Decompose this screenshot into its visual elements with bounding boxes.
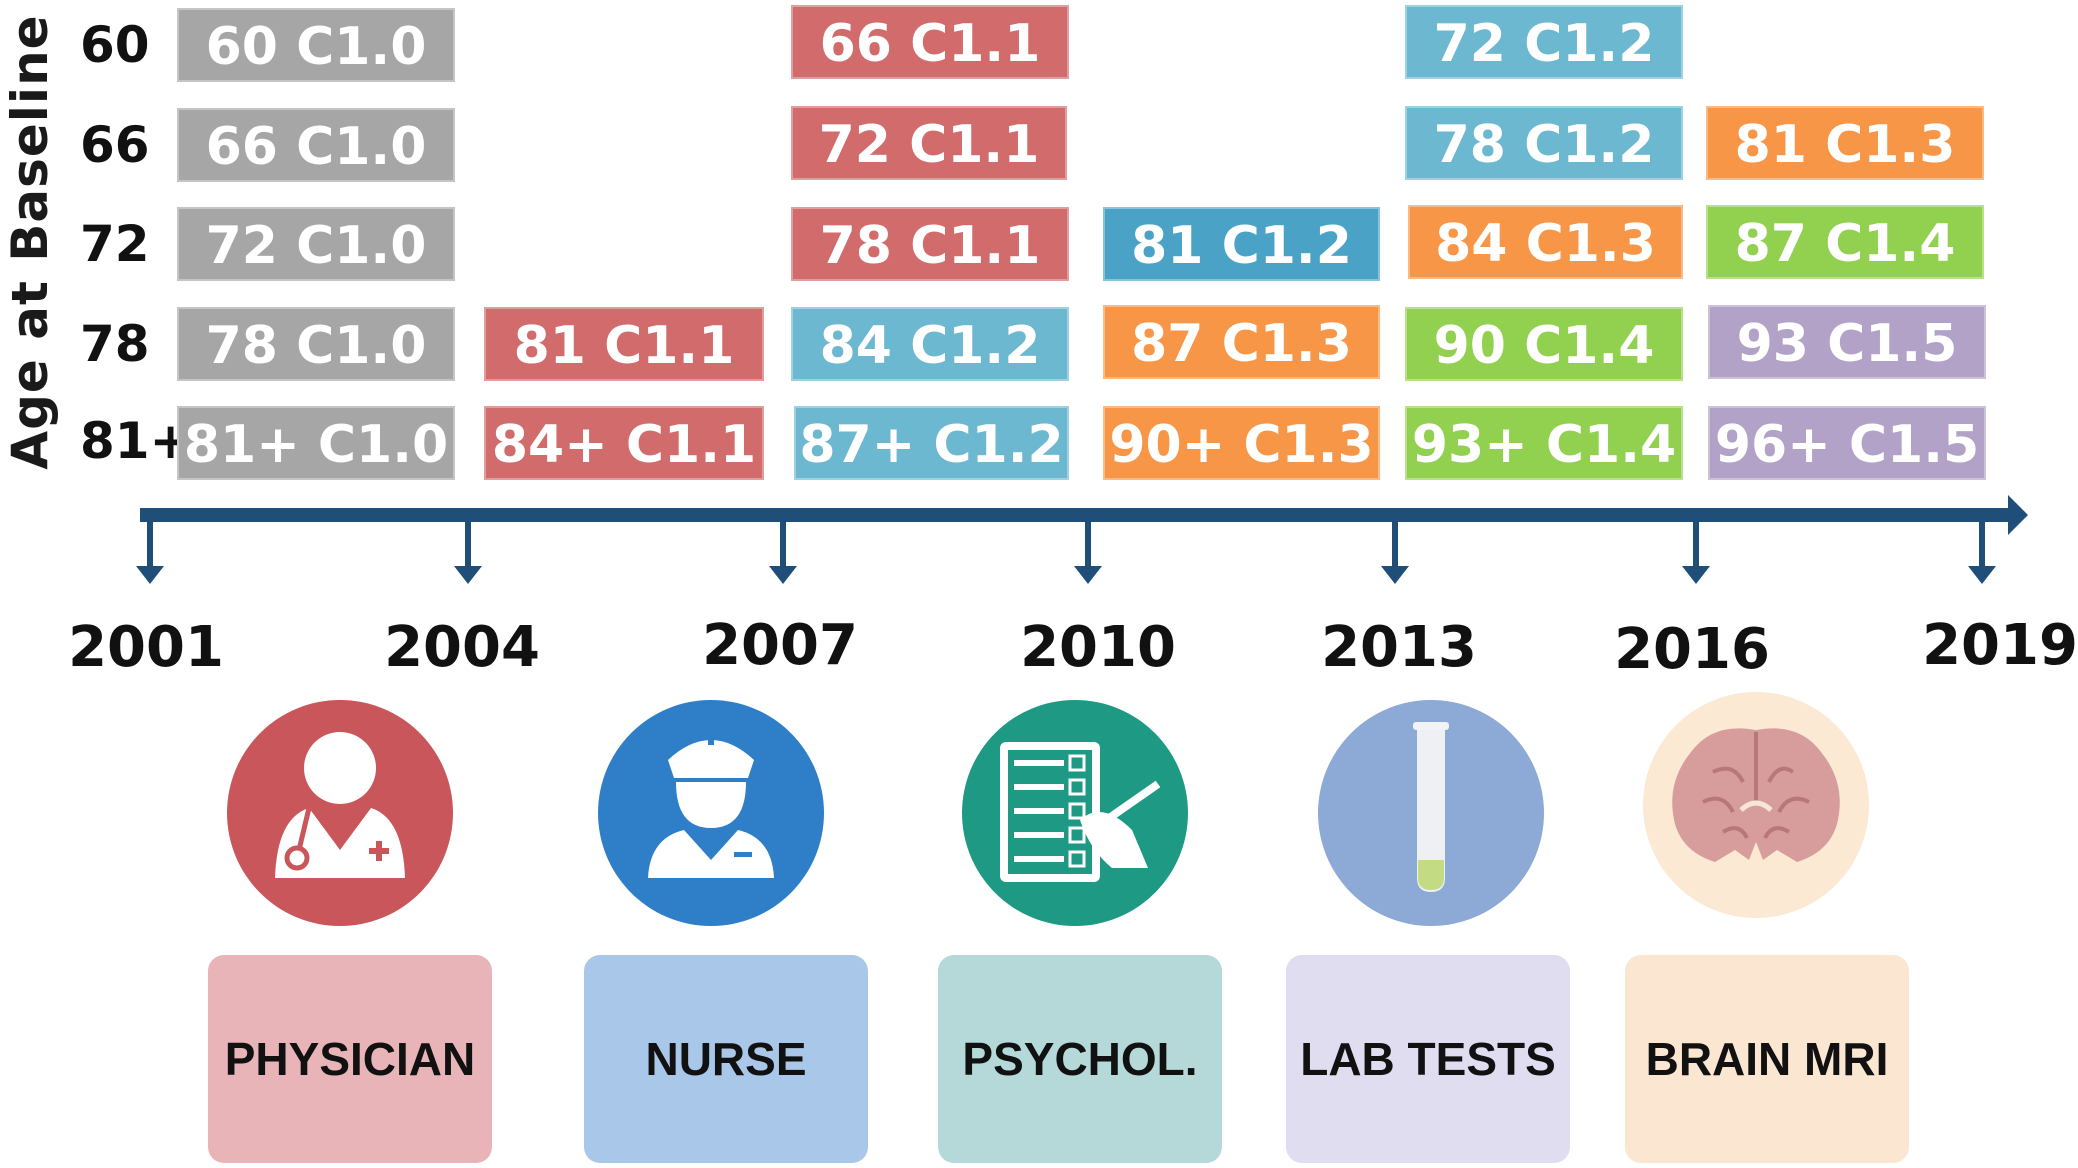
timeline-axis <box>136 495 2028 584</box>
psychology-checklist-icon <box>962 700 1188 926</box>
brain-icon <box>1643 692 1869 918</box>
cohort-cell: 87 C1.4 <box>1706 205 1984 279</box>
cohort-cell: 84 C1.2 <box>791 307 1069 381</box>
cohort-cell: 60 C1.0 <box>177 8 455 82</box>
cohort-cell: 78 C1.0 <box>177 307 455 381</box>
cohort-cell: 87 C1.3 <box>1103 305 1380 379</box>
year-label: 2016 <box>1614 617 1770 682</box>
cohort-cell: 66 C1.1 <box>791 5 1069 79</box>
cohort-cell: 72 C1.0 <box>177 207 455 281</box>
year-label: 2010 <box>1020 615 1176 680</box>
age-group-label: 60 <box>80 16 150 74</box>
cohort-cell: 96+ C1.5 <box>1708 406 1986 480</box>
cohort-cell: 81 C1.3 <box>1706 106 1984 180</box>
test-tube-icon <box>1318 700 1544 926</box>
y-axis-label: Age at Baseline <box>1 14 59 470</box>
cohort-cell: 93+ C1.4 <box>1405 406 1683 480</box>
year-label: 2013 <box>1321 615 1477 680</box>
role-box-lab-tests: LAB TESTS <box>1286 955 1570 1163</box>
role-label: LAB TESTS <box>1300 1033 1556 1085</box>
cohort-cell: 81 C1.2 <box>1103 207 1380 281</box>
role-label: NURSE <box>645 1033 807 1085</box>
year-label: 2019 <box>1922 613 2078 678</box>
role-label: PHYSICIAN <box>224 1033 476 1085</box>
cohort-cell: 66 C1.0 <box>177 108 455 182</box>
cohort-cell: 84+ C1.1 <box>484 406 764 480</box>
cohort-cell: 90+ C1.3 <box>1103 406 1380 480</box>
age-group-label: 66 <box>80 116 150 174</box>
cohort-cell: 87+ C1.2 <box>794 406 1069 480</box>
role-label: BRAIN MRI <box>1645 1033 1889 1085</box>
nurse-icon <box>598 700 824 926</box>
age-group-label: 72 <box>80 215 150 273</box>
timeline-arrowhead <box>2008 495 2028 535</box>
role-box-psychologist: PSYCHOL. <box>938 955 1222 1163</box>
year-label: 2001 <box>68 615 224 680</box>
year-label: 2007 <box>702 613 858 678</box>
cohort-cell: 81+ C1.0 <box>177 406 455 480</box>
age-group-label: 78 <box>80 315 150 373</box>
physician-icon <box>227 700 453 926</box>
cohort-cell: 72 C1.1 <box>791 106 1067 180</box>
role-label: PSYCHOL. <box>962 1033 1198 1085</box>
cohort-cell: 84 C1.3 <box>1408 205 1683 279</box>
cohort-cell: 93 C1.5 <box>1708 305 1986 379</box>
role-box-brain-mri: BRAIN MRI <box>1625 955 1909 1163</box>
cohort-cell: 78 C1.1 <box>791 207 1069 281</box>
role-box-nurse: NURSE <box>584 955 868 1163</box>
cohort-cell: 90 C1.4 <box>1405 307 1683 381</box>
cohort-cell: 78 C1.2 <box>1405 106 1683 180</box>
age-group-label: 81+ <box>80 412 192 470</box>
cohort-cell: 81 C1.1 <box>484 307 764 381</box>
cohort-cell: 72 C1.2 <box>1405 5 1683 79</box>
role-box-physician: PHYSICIAN <box>208 955 492 1163</box>
year-label: 2004 <box>384 615 540 680</box>
